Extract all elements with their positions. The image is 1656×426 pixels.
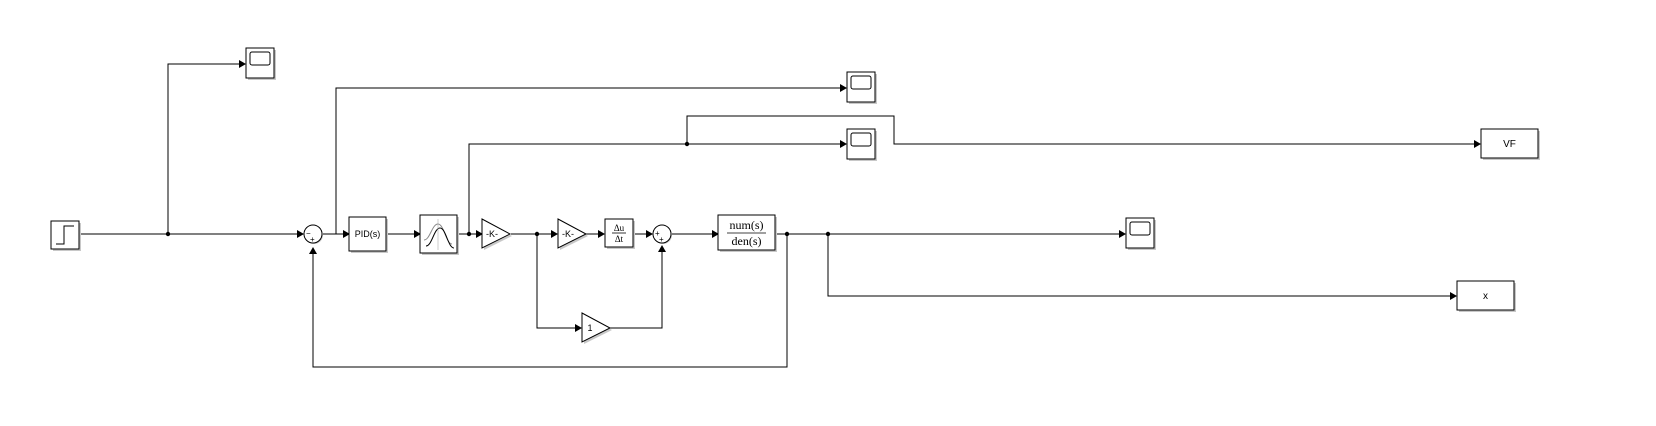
- branch-point: [684, 141, 690, 147]
- transfer-function-numerator: num(s): [730, 218, 764, 232]
- signal-lines: [80, 63, 1474, 368]
- sum2-sign-bottom: +: [659, 235, 664, 244]
- sum-block-1[interactable]: − +: [303, 224, 323, 244]
- gain-block-2[interactable]: -K-: [557, 218, 588, 250]
- derivative-block[interactable]: Δu Δt: [604, 218, 635, 249]
- arrowhead: [309, 247, 317, 254]
- branch-point: [784, 231, 790, 237]
- arrowheads: [239, 60, 1481, 332]
- arrowhead: [476, 230, 483, 238]
- branch-point: [825, 231, 831, 237]
- saturation-block[interactable]: [419, 214, 459, 255]
- arrowhead: [1119, 230, 1126, 238]
- scope-block-3[interactable]: [846, 128, 877, 161]
- wire-feedback: [312, 234, 788, 368]
- arrowhead: [297, 230, 304, 238]
- pid-controller-block[interactable]: PID(s): [348, 216, 388, 253]
- gain-block-3[interactable]: 1: [581, 312, 612, 344]
- sum-block-2[interactable]: + +: [652, 224, 672, 244]
- arrowhead: [712, 230, 719, 238]
- vf-label: VF: [1503, 139, 1516, 150]
- wire-sat-to-scope3: [468, 143, 840, 234]
- arrowhead: [840, 140, 847, 148]
- branch-points: [165, 141, 831, 237]
- to-workspace-vf-block[interactable]: VF: [1480, 128, 1540, 160]
- saturation-icon: [423, 219, 455, 250]
- arrowhead: [575, 324, 582, 332]
- derivative-numerator: Δu: [614, 223, 625, 233]
- arrowhead: [598, 230, 605, 238]
- gain-block-1[interactable]: -K-: [481, 218, 512, 250]
- arrowhead: [658, 245, 666, 252]
- scope-icon: [1129, 221, 1151, 236]
- derivative-icon: Δu Δt: [612, 223, 626, 244]
- gain3-label: 1: [587, 323, 592, 333]
- wire-to-vf: [686, 115, 1474, 145]
- wire-gain3-to-sum2: [610, 252, 663, 329]
- x-label: x: [1483, 291, 1488, 302]
- arrowhead: [343, 230, 350, 238]
- pid-label: PID(s): [355, 229, 381, 239]
- arrowhead: [414, 230, 421, 238]
- arrowhead: [1450, 292, 1457, 300]
- scope-icon: [850, 132, 872, 147]
- wire-step-to-scope1: [167, 63, 239, 234]
- to-workspace-x-block[interactable]: x: [1456, 280, 1516, 312]
- scope-block-2[interactable]: [846, 71, 877, 104]
- scope-icon: [850, 75, 872, 90]
- sum1-sign-bottom: +: [310, 235, 315, 244]
- sum2-sign-left: +: [655, 229, 660, 238]
- arrowhead: [239, 60, 246, 68]
- scope-block-1[interactable]: [245, 47, 276, 80]
- gain1-label: -K-: [486, 229, 498, 239]
- step-block[interactable]: [50, 220, 81, 251]
- wire-error-to-scope2: [335, 87, 840, 234]
- sum1-sign-top: −: [306, 229, 311, 238]
- transfer-function-block[interactable]: num(s) den(s): [717, 214, 777, 252]
- branch-point: [466, 231, 472, 237]
- scope-block-4[interactable]: [1125, 217, 1156, 250]
- arrowhead: [551, 230, 558, 238]
- arrowhead: [646, 230, 653, 238]
- transfer-function-denominator: den(s): [732, 234, 762, 248]
- step-icon: [56, 225, 74, 245]
- branch-point: [165, 231, 171, 237]
- arrowhead: [1474, 140, 1481, 148]
- branch-point: [534, 231, 540, 237]
- wire-to-gain3: [536, 234, 575, 329]
- wire-to-x: [827, 234, 1450, 297]
- gain2-label: -K-: [562, 229, 574, 239]
- derivative-denominator: Δt: [615, 234, 624, 244]
- scope-icon: [249, 51, 271, 66]
- arrowhead: [840, 84, 847, 92]
